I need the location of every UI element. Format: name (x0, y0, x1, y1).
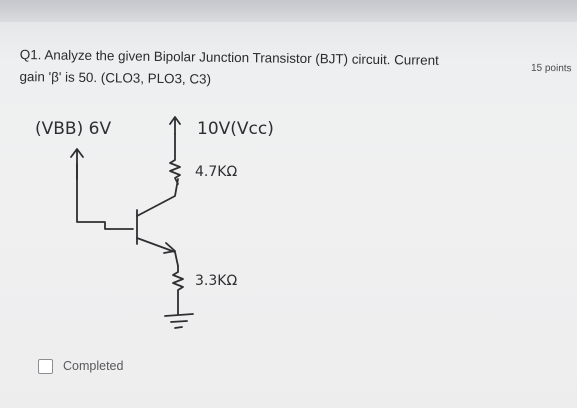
re-label: 3.3KΩ (195, 273, 237, 289)
emitter-lead (136, 237, 179, 267)
vcc-label: 10V(Vcc) (197, 119, 274, 139)
re-resistor (172, 265, 184, 315)
points-label: 15 points (530, 62, 572, 75)
base-wire (76, 163, 134, 230)
question-text: Q1. Analyze the given Bipolar Junction T… (19, 44, 520, 95)
header-band (0, 0, 577, 22)
vcc-arrow (169, 116, 181, 135)
collector-lead (136, 178, 179, 217)
vbb-label: (VBB) 6V (35, 119, 111, 139)
ground-symbol (164, 313, 194, 329)
rc-resistor (169, 133, 181, 185)
completed-checkbox[interactable] (38, 358, 53, 374)
completed-label: Completed (63, 359, 124, 373)
rc-label: 4.7KΩ (195, 164, 237, 180)
bjt-circuit-diagram: (VBB) 6V 10V(Vcc) 4.7KΩ 3.3KΩ (35, 116, 274, 329)
emitter-arrow (163, 242, 176, 254)
completed-option[interactable]: Completed (38, 356, 123, 376)
